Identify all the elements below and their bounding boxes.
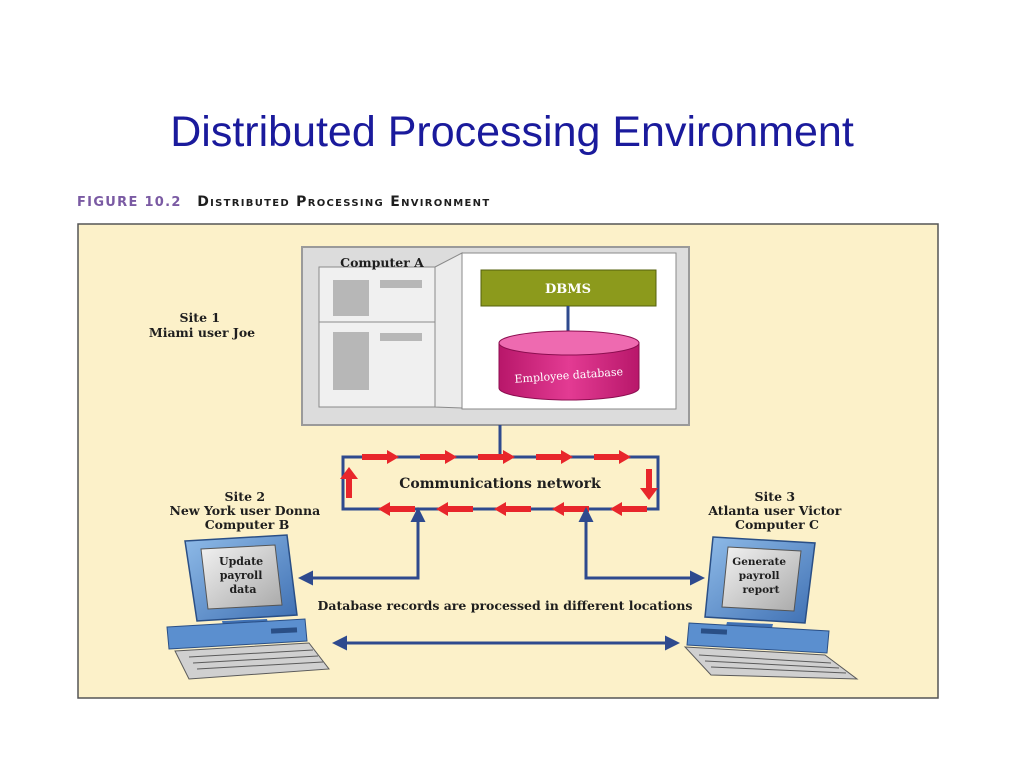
- site2-line3: Computer B: [205, 517, 290, 532]
- site1-label: Site 1 Miami user Joe: [149, 310, 255, 340]
- figure-caption-text: Distributed Processing Environment: [197, 194, 491, 210]
- site3-line1: Site 3: [755, 489, 796, 504]
- site2-line1: Site 2: [225, 489, 266, 504]
- site3-label: Site 3 Atlanta user Victor Computer C: [707, 489, 845, 532]
- site2-line2: New York user Donna: [169, 503, 320, 518]
- figure-caption: FIGURE 10.2 Distributed Processing Envir…: [77, 194, 490, 210]
- distributed-processing-diagram: Computer A DBMS Employee database Site 1…: [77, 223, 939, 699]
- site2-label: Site 2 New York user Donna Computer B: [169, 489, 324, 532]
- network-label: Communications network: [399, 476, 601, 492]
- site3-line3: Computer C: [735, 517, 819, 532]
- dbms-label: DBMS: [545, 282, 591, 297]
- link-network-to-b: [298, 507, 426, 586]
- figure-number: FIGURE 10.2: [77, 195, 182, 210]
- computer-a-label: Computer A: [340, 255, 424, 270]
- computer-a: Computer A DBMS Employee database: [301, 246, 690, 426]
- dbms-box: [480, 269, 657, 307]
- site1-line2: Miami user Joe: [149, 325, 255, 340]
- computer-c: Generate payroll report: [683, 536, 859, 680]
- computer-b: Update payroll data: [166, 534, 330, 680]
- slide-title: Distributed Processing Environment: [170, 108, 854, 156]
- screen-c-text: Generate payroll report: [732, 556, 789, 596]
- screen-b-text: Update payroll data: [219, 555, 267, 596]
- employee-database-cylinder: Employee database: [498, 330, 640, 401]
- site1-line1: Site 1: [180, 310, 221, 325]
- site3-line2: Atlanta user Victor: [707, 503, 841, 518]
- records-note: Database records are processed in differ…: [318, 598, 693, 613]
- link-network-to-c: [578, 507, 705, 586]
